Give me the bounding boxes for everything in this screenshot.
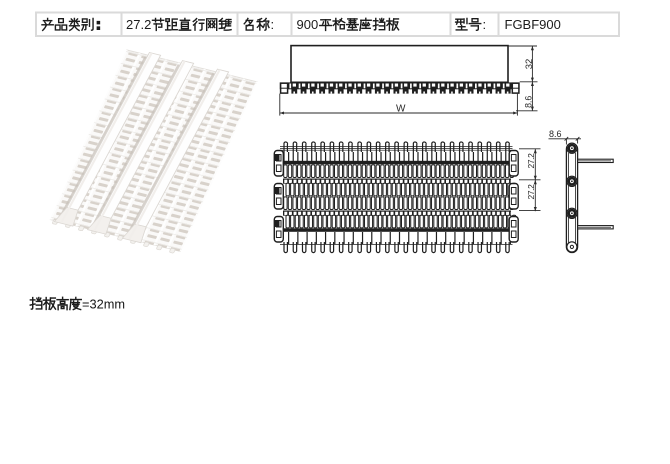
svg-text:8.6: 8.6 [549,129,562,139]
svg-text:27.2: 27.2 [126,17,151,32]
svg-text:FGBF900: FGBF900 [505,17,561,32]
svg-text::: : [483,17,487,32]
svg-text::: : [271,17,275,32]
svg-text:=32mm: =32mm [82,296,125,311]
svg-text:27.2: 27.2 [526,184,536,200]
svg-text:W: W [396,103,406,114]
svg-text:8.6: 8.6 [523,96,533,108]
svg-text:27.2: 27.2 [526,153,536,169]
svg-text:900: 900 [297,17,319,32]
svg-text:32: 32 [524,59,535,70]
